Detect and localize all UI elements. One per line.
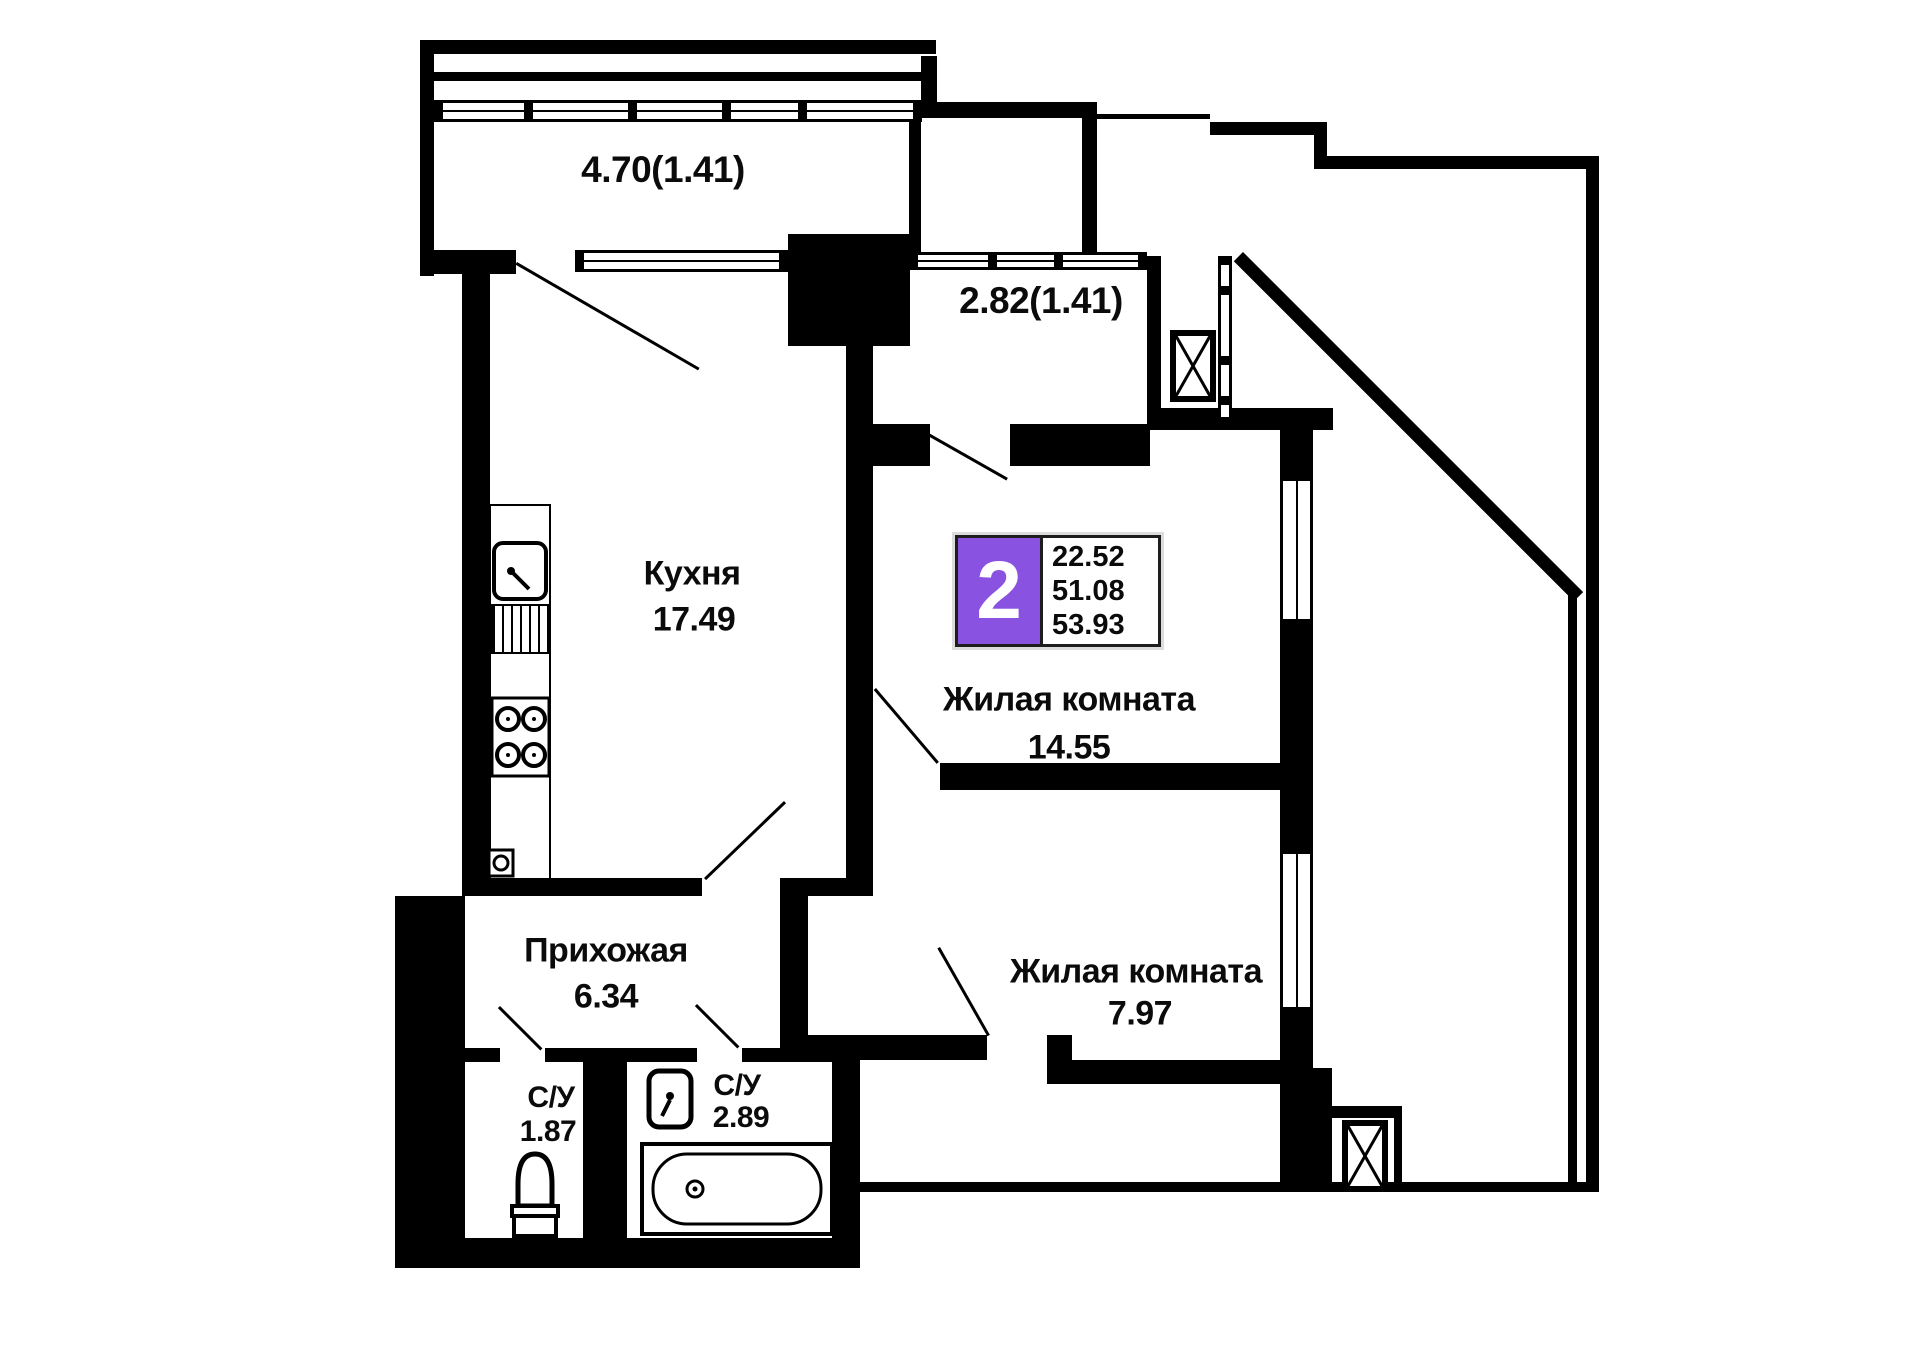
wall bbox=[940, 763, 1313, 790]
total-area-value: 53.93 bbox=[1052, 609, 1125, 641]
wall bbox=[1047, 1060, 1313, 1084]
bathroom-2-label: С/У bbox=[713, 1069, 761, 1102]
bathtub-icon bbox=[640, 1142, 834, 1236]
door-swing-line bbox=[515, 262, 700, 371]
unit-info-badge: 2 22.52 51.08 53.93 bbox=[952, 532, 1164, 650]
living-room-1-label: Жилая комната bbox=[943, 680, 1195, 719]
living-room-2-area: 7.97 bbox=[1107, 994, 1173, 1033]
wall bbox=[462, 274, 490, 896]
bathroom-1-label: С/У bbox=[527, 1081, 575, 1114]
wall bbox=[1280, 628, 1313, 845]
door-swing-line bbox=[497, 1006, 543, 1051]
wall bbox=[1568, 592, 1577, 1190]
bathroom-2-area: 2.89 bbox=[712, 1101, 770, 1134]
wall bbox=[921, 102, 1097, 118]
window-band bbox=[434, 100, 922, 122]
wall bbox=[873, 424, 930, 466]
door-swing-line bbox=[937, 947, 990, 1037]
living-room-1-area: 14.55 bbox=[1027, 728, 1111, 767]
wall bbox=[780, 878, 873, 896]
window-band bbox=[575, 250, 788, 272]
wall bbox=[846, 346, 873, 896]
glass-partition bbox=[1218, 256, 1232, 426]
toilet-icon bbox=[510, 1151, 560, 1238]
wall bbox=[780, 893, 808, 1035]
bathroom-1-area: 1.87 bbox=[519, 1115, 577, 1148]
wall bbox=[1010, 424, 1150, 466]
door-swing-line bbox=[925, 432, 1008, 481]
wall bbox=[545, 1048, 697, 1062]
wall bbox=[1280, 408, 1313, 472]
wall bbox=[788, 234, 910, 346]
door-swing-line bbox=[704, 801, 787, 881]
wall bbox=[832, 1062, 860, 1238]
wall bbox=[462, 878, 702, 896]
wall bbox=[909, 118, 921, 258]
wall bbox=[1280, 1068, 1332, 1190]
wall bbox=[1314, 156, 1599, 169]
kitchen-sink-icon bbox=[492, 541, 548, 601]
window-band bbox=[909, 252, 1147, 270]
wall bbox=[395, 896, 465, 1268]
kitchen-area: 17.49 bbox=[652, 600, 736, 639]
window-band bbox=[1280, 472, 1313, 628]
living-room-2-label: Жилая комната bbox=[1010, 952, 1262, 991]
area-list: 22.52 51.08 53.93 bbox=[1043, 535, 1161, 647]
door-swing-line bbox=[694, 1004, 740, 1049]
wall bbox=[583, 1062, 627, 1238]
living-area-value: 22.52 bbox=[1052, 541, 1125, 573]
wall bbox=[420, 40, 936, 54]
wall bbox=[1047, 1035, 1072, 1060]
kitchen-drainer bbox=[491, 604, 549, 654]
elevator-icon bbox=[1170, 330, 1216, 402]
kitchen-label: Кухня bbox=[643, 554, 741, 593]
balcony-right-label: 2.82(1.41) bbox=[959, 280, 1123, 321]
door-swing-line bbox=[873, 688, 939, 764]
wall bbox=[395, 1238, 860, 1268]
wall bbox=[430, 72, 922, 81]
wall bbox=[1097, 114, 1210, 119]
wall bbox=[420, 250, 516, 274]
hallway-label: Прихожая bbox=[524, 931, 688, 970]
bathroom-sink-icon bbox=[646, 1068, 694, 1130]
wall bbox=[1210, 122, 1327, 135]
wall bbox=[1394, 1106, 1402, 1190]
wall bbox=[1082, 102, 1097, 256]
room-count: 2 bbox=[955, 535, 1043, 647]
wall bbox=[1332, 1106, 1402, 1118]
stove-icon bbox=[490, 696, 551, 778]
apartment-area-value: 51.08 bbox=[1052, 575, 1125, 607]
hallway-area: 6.34 bbox=[573, 977, 639, 1016]
window-band bbox=[1280, 845, 1313, 1016]
wall bbox=[465, 1048, 500, 1062]
elevator-icon bbox=[1342, 1120, 1388, 1192]
wall bbox=[1586, 156, 1599, 1192]
wall bbox=[420, 54, 434, 276]
balcony-top-label: 4.70(1.41) bbox=[581, 149, 745, 190]
washer-icon bbox=[487, 848, 515, 878]
wall bbox=[1147, 256, 1161, 408]
wall bbox=[780, 1035, 987, 1060]
wall bbox=[858, 1182, 1599, 1192]
